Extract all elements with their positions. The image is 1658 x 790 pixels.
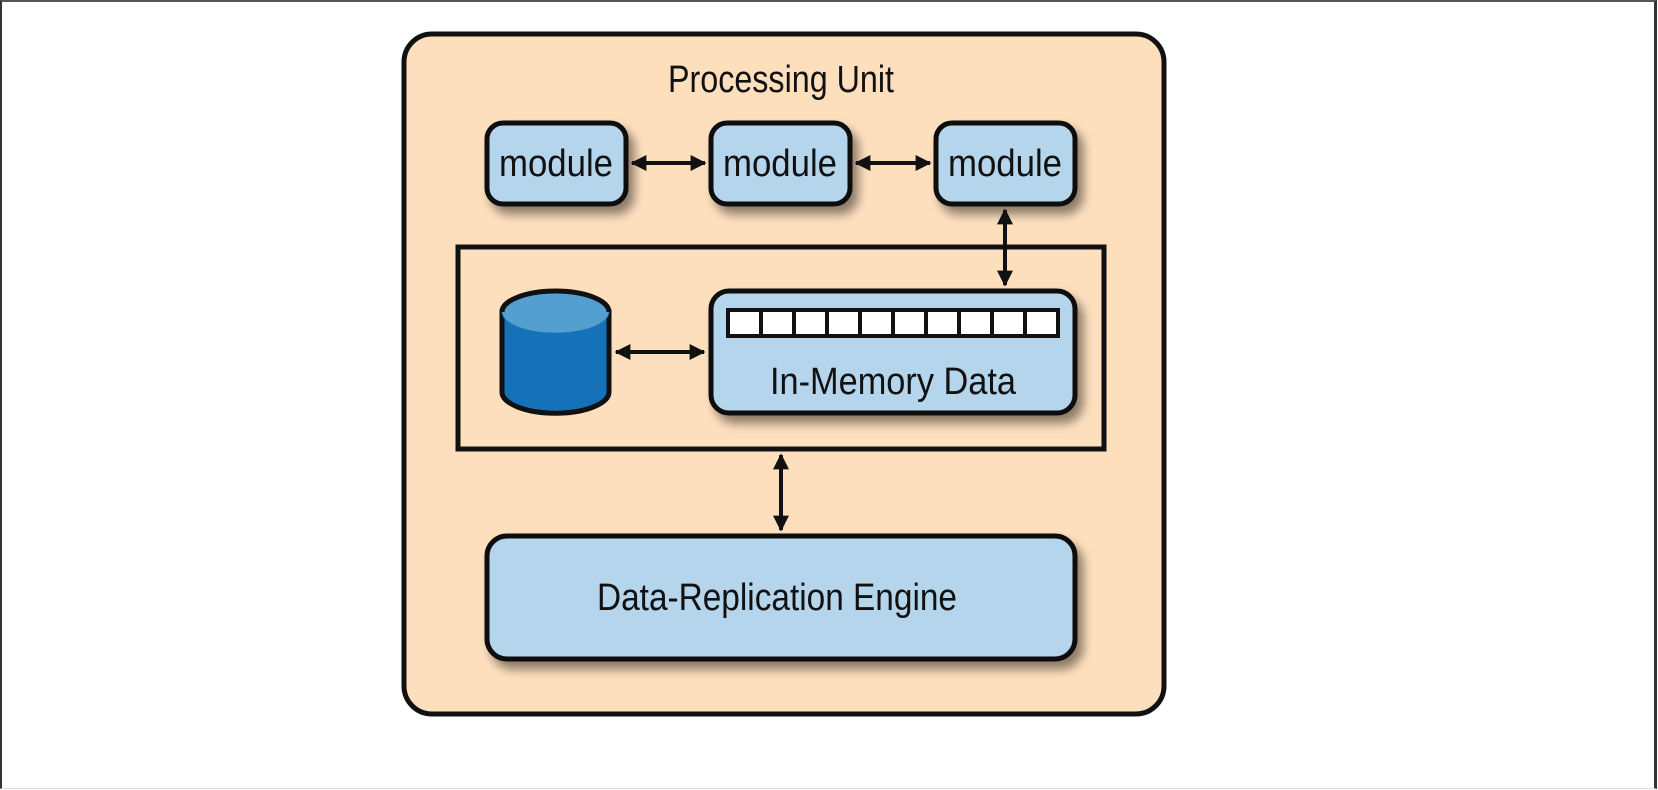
memory-cell [730,312,759,334]
module-1-label: module [499,143,613,185]
memory-cell [1027,312,1056,334]
data-replication-engine-label: Data-Replication Engine [597,577,957,619]
module-3[interactable] [933,120,1078,207]
memory-cell [895,312,924,334]
memory-cell [829,312,858,334]
memory-cell [928,312,957,334]
data-replication-engine-box[interactable] [484,533,1078,662]
memory-cells [726,308,1060,338]
data-grid-container [455,244,1107,452]
module-2-label: module [723,143,837,185]
module-3-label: module [948,143,1062,185]
module-1[interactable] [484,120,629,207]
processing-unit-title: Processing Unit [668,59,894,101]
memory-cell [961,312,990,334]
memory-cell [763,312,792,334]
memory-cell [994,312,1023,334]
database-cylinder-icon [499,288,612,416]
memory-cell [796,312,825,334]
in-memory-data-label: In-Memory Data [770,361,1017,403]
module-2[interactable] [708,120,853,207]
memory-cell [862,312,891,334]
